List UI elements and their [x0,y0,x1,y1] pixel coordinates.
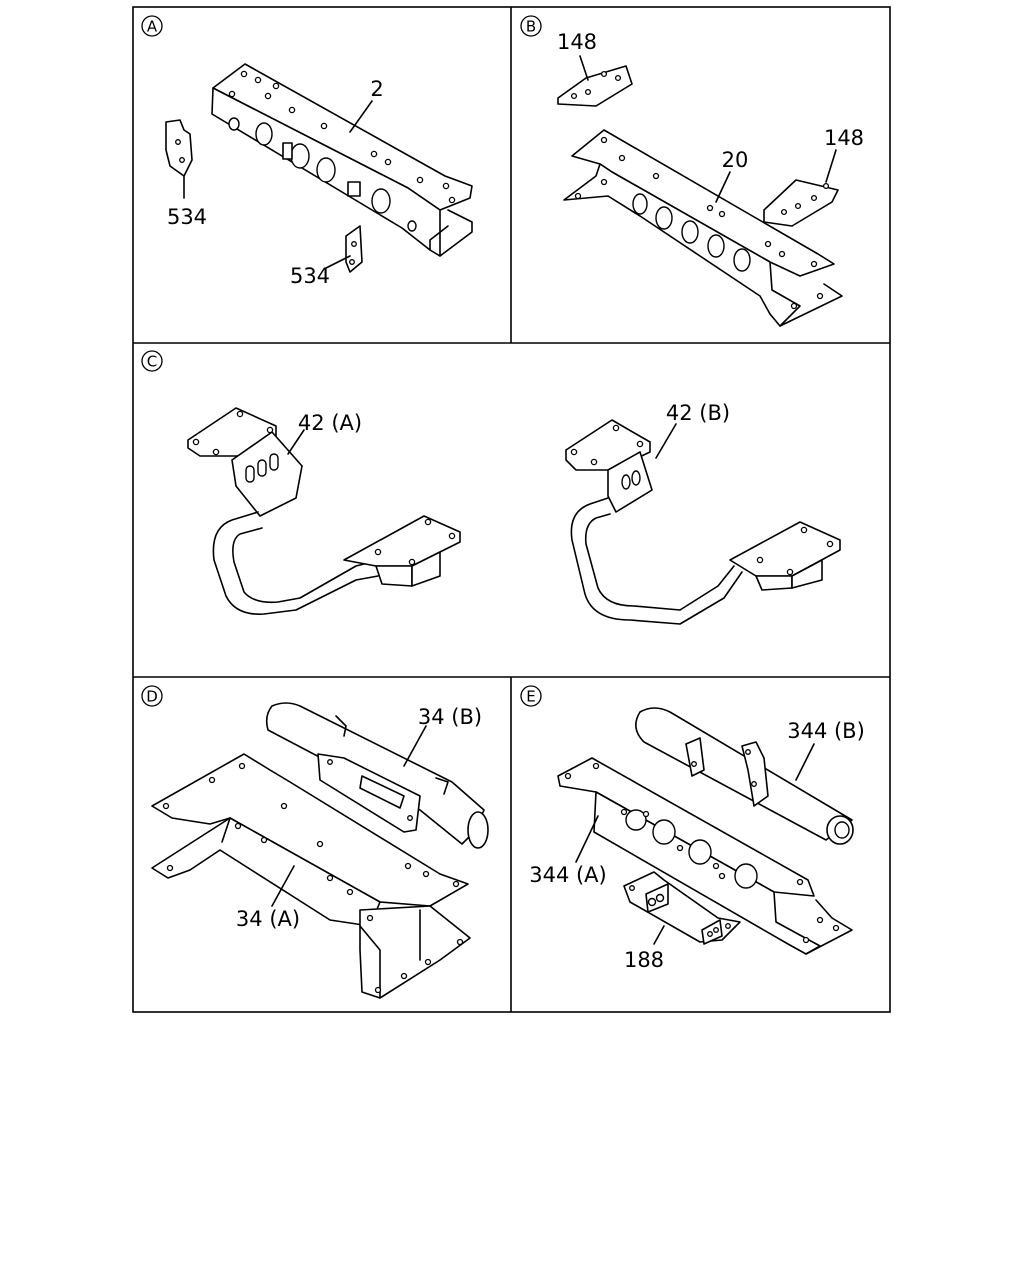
panel-b-bracket-148-right: 148 [763,126,864,227]
panel-e-crossmember-344a: 344 (A) [529,757,853,955]
panel-b-crossmember-20: 20 [563,129,843,327]
callout-534-upper: 534 [167,205,207,229]
panel-letter-b: B [520,15,542,37]
panel-e-tube-344b: 344 (B) [635,707,865,845]
callout-188: 188 [624,948,664,972]
panel-c-part-42b: 42 (B) [565,401,841,625]
panel-letter-d-text: D [146,688,158,706]
callout-42a: 42 (A) [298,411,362,435]
panel-c-part-42a: 42 (A) [187,407,461,615]
callout-2: 2 [370,77,383,101]
callout-34a: 34 (A) [236,907,300,931]
panel-letter-b-text: B [526,18,536,36]
diagram-frame [132,6,891,1013]
callout-34b: 34 (B) [418,705,482,729]
callout-344a: 344 (A) [529,863,607,887]
callout-148-top: 148 [557,30,597,54]
callout-42b: 42 (B) [666,401,730,425]
panel-d-tube-34b: 34 (B) [265,702,489,849]
panel-d-crossmember-34a: 34 (A) [151,753,471,999]
panel-letter-e-text: E [526,688,535,706]
callout-344b: 344 (B) [787,719,865,743]
callout-20: 20 [722,148,749,172]
panel-a-crossmember: 2 [211,63,473,257]
panel-letter-a-text: A [147,18,158,36]
panel-letter-e: E [520,685,542,707]
panel-a-bracket-534-right: 534 [290,225,363,288]
callout-534-lower: 534 [290,264,330,288]
panel-e-bracket-188: 188 [623,871,741,972]
panel-letter-c: C [141,350,163,372]
panel-a-bracket-534-left: 534 [165,119,207,229]
panel-letter-c-text: C [147,353,157,371]
callout-148-right: 148 [824,126,864,150]
panel-letter-a: A [141,15,163,37]
panel-letter-d: D [141,685,163,707]
panel-b-bracket-148-top: 148 [557,30,633,107]
